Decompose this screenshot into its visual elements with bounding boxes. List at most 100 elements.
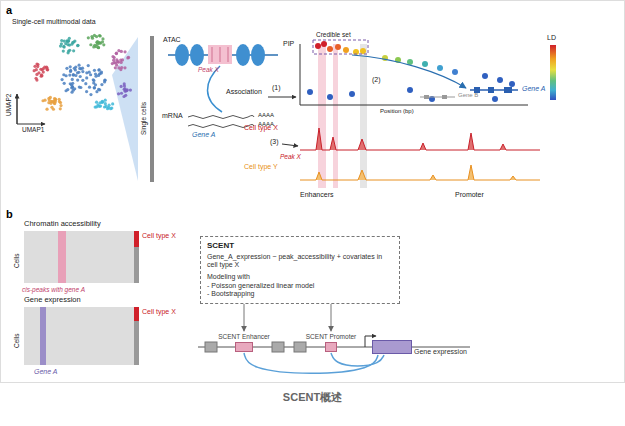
- umap-scatter: [120, 85, 123, 88]
- umap-scatter: [87, 64, 90, 67]
- chromatin: [175, 44, 189, 66]
- pip-dots: [327, 94, 333, 100]
- umap-scatter: [125, 89, 128, 92]
- umap-axes: [17, 94, 45, 124]
- umap-scatter: [59, 104, 62, 107]
- umap-scatter: [62, 49, 65, 52]
- umap-scatter: [68, 73, 71, 76]
- colorbar-label: LD: [547, 34, 556, 42]
- umap-scatter: [95, 101, 98, 104]
- accessibility-heatmap: [134, 247, 139, 283]
- umap-scatter: [92, 79, 95, 82]
- umap-scatter: [120, 92, 123, 95]
- gene-b-track: [442, 95, 447, 99]
- gene-b-track: [424, 95, 429, 99]
- heatmap-title: Chromatin accessibility: [24, 220, 101, 229]
- highlight-columns: [318, 44, 326, 188]
- connector: [331, 353, 384, 366]
- genome-track: [205, 342, 217, 352]
- step-arrow: [352, 55, 466, 88]
- umap-scatter: [116, 60, 119, 63]
- umap-scatter: [92, 78, 95, 81]
- umap-scatter: [97, 68, 100, 71]
- chromatin: [236, 44, 250, 66]
- umap-scatter: [126, 56, 129, 59]
- step-arrow: [268, 97, 296, 98]
- panel-letter: a: [6, 4, 12, 17]
- ld-colorbar: [550, 45, 556, 100]
- umap-scatter: [110, 106, 113, 109]
- umap-scatter: [69, 65, 72, 68]
- pip-dots: [407, 87, 413, 93]
- peak-label: Peak X: [198, 66, 219, 73]
- umap-scatter: [72, 73, 75, 76]
- celltype-label: Cell type Y: [244, 163, 278, 171]
- umap-scatter: [93, 86, 96, 89]
- umap-scatter: [79, 67, 82, 70]
- node-text: SCENT Promoter: [306, 333, 356, 341]
- umap-scatter: [71, 78, 74, 81]
- celltype-label: Cell type X: [142, 308, 176, 316]
- axis-label: UMAP2: [5, 94, 12, 116]
- pip-dots: [422, 61, 428, 67]
- step-number: (1): [272, 84, 281, 92]
- accessibility-heatmap: [24, 231, 139, 283]
- umap-scatter: [67, 40, 70, 43]
- accessibility-tracks: [300, 128, 540, 150]
- umap-scatter: [93, 86, 96, 89]
- umap-scatter: [81, 79, 84, 82]
- umap-scatter: [53, 102, 56, 105]
- umap-scatter: [72, 73, 75, 76]
- umap-scatter: [98, 68, 101, 71]
- node-text: - Poisson generalized linear model: [207, 282, 393, 290]
- umap-scatter: [68, 49, 71, 52]
- umap-scatter: [89, 93, 92, 96]
- umap-scatter: [69, 69, 72, 72]
- umap-scatter: [123, 66, 126, 69]
- expression-heatmap: [24, 307, 139, 365]
- umap-scatter: [60, 78, 63, 81]
- umap-scatter: [72, 49, 75, 52]
- pip-dots: [452, 69, 458, 75]
- pip-dots: [321, 41, 327, 47]
- umap-scatter: [50, 100, 53, 103]
- umap-axes: [17, 94, 45, 124]
- umap-scatter: [117, 92, 120, 95]
- heatmap-title: Gene expression: [24, 296, 81, 305]
- umap-scatter: [98, 34, 101, 37]
- expression-heatmap: [134, 321, 139, 365]
- gene-a-track: [488, 87, 494, 93]
- umap-scatter: [94, 83, 97, 86]
- umap-scatter: [76, 78, 79, 81]
- cell-bar: [150, 36, 154, 182]
- pip-dots: [492, 96, 498, 102]
- genome-track: [294, 342, 306, 352]
- pip-dots: [327, 46, 333, 52]
- polya-label: AAAA: [258, 112, 274, 119]
- umap-scatter: [70, 43, 73, 46]
- umap-scatter: [74, 66, 77, 69]
- umap-scatter: [111, 55, 114, 58]
- accessibility-heatmap: [134, 231, 139, 247]
- umap-scatter: [103, 80, 106, 83]
- peak-label: Peak X: [280, 153, 301, 160]
- umap-scatter: [87, 36, 90, 39]
- caption: SCENT概述: [0, 390, 625, 405]
- pip-dots: [497, 77, 503, 83]
- pip-dots: [343, 47, 349, 53]
- accessibility-tracks: [300, 165, 540, 180]
- chromatin: [212, 47, 228, 62]
- pip-dots: [509, 81, 515, 87]
- umap-scatter: [101, 37, 104, 40]
- genome-track: [272, 342, 284, 352]
- pip-dots: [349, 91, 355, 97]
- umap-scatter: [60, 42, 63, 45]
- link-label: Association: [226, 88, 262, 96]
- umap-scatter: [94, 105, 97, 108]
- model-box: SCENTGene_A_expression ~ peak_accessibil…: [200, 236, 400, 304]
- step-number: (2): [372, 76, 381, 84]
- pip-dots: [315, 43, 321, 49]
- umap-scatter: [35, 62, 38, 65]
- gene-label: Gene A: [522, 85, 545, 93]
- umap-scatter: [74, 68, 77, 71]
